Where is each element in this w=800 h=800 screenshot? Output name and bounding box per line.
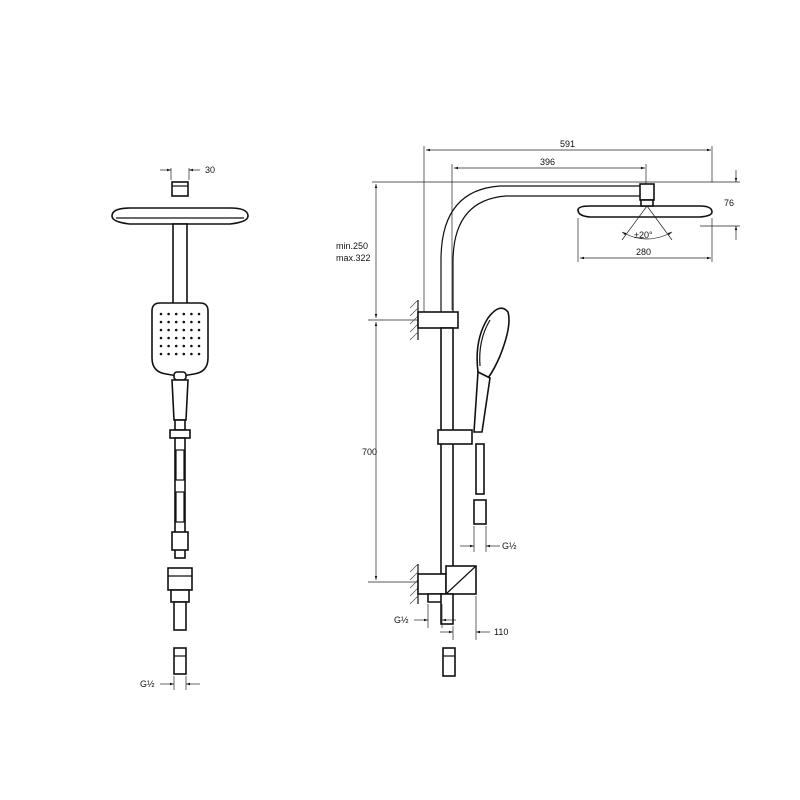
dim-head-height-label: 76 xyxy=(724,198,734,208)
nozzle-dot xyxy=(174,336,178,340)
side-slider xyxy=(437,429,473,445)
dim-head-height: 76 xyxy=(372,170,740,240)
side-rail xyxy=(440,327,454,575)
side-head-connector xyxy=(639,183,655,201)
nozzle-dot xyxy=(167,320,170,324)
nozzle-dot xyxy=(197,312,201,316)
dim-arm-width-label: 30 xyxy=(205,165,215,175)
nozzle-dot xyxy=(182,328,186,332)
hand-shower-front xyxy=(151,302,209,421)
dim-arm-width: 30 xyxy=(160,165,215,180)
nozzle-dot xyxy=(190,320,193,324)
nozzle-dot xyxy=(197,328,201,332)
nozzle-dot xyxy=(167,344,170,348)
nozzle-dot xyxy=(174,320,178,324)
hose-upper xyxy=(475,443,485,495)
nozzle-dot xyxy=(182,320,186,324)
nozzle-dot xyxy=(159,336,163,340)
nozzle-dot xyxy=(174,328,178,332)
nozzle-dot xyxy=(182,344,186,348)
nozzle-dot xyxy=(159,312,163,316)
nozzle-dot xyxy=(167,352,170,356)
nozzle-dot xyxy=(174,312,178,316)
hand-shower-side xyxy=(473,307,510,433)
nozzle-dot xyxy=(197,352,201,356)
dim-bracket-min-label: min.250 xyxy=(336,241,368,251)
inlet-pipe xyxy=(173,601,187,631)
nozzle-dot xyxy=(159,352,163,356)
shower-arm-outer xyxy=(440,185,642,312)
nozzle-dot xyxy=(190,336,193,340)
slider-bracket xyxy=(169,429,191,439)
nozzle-dot xyxy=(167,328,170,332)
upper-wall-bracket xyxy=(409,299,459,341)
nozzle-dot xyxy=(182,312,186,316)
nozzle-dot xyxy=(167,336,170,340)
nozzle-dot xyxy=(197,320,201,324)
nozzle-dot xyxy=(182,352,186,356)
nozzle-dot xyxy=(159,328,163,332)
nozzle-dot xyxy=(167,312,170,316)
dim-tilt-label: ±20° xyxy=(634,230,653,240)
dim-thread-front: G½ xyxy=(140,676,200,690)
nozzle-dot xyxy=(174,344,178,348)
dim-rail-height-label: 700 xyxy=(362,447,377,457)
dim-total-reach: 591 xyxy=(423,139,713,316)
dim-total-reach-label: 591 xyxy=(560,139,575,149)
riser-pipe xyxy=(172,223,188,305)
lower-wall-mixer xyxy=(409,563,477,625)
shower-arm-inner xyxy=(452,195,642,312)
dim-tilt: ±20° xyxy=(621,205,673,241)
nozzle-dot xyxy=(190,352,193,356)
dim-bracket-max-label: max.322 xyxy=(336,253,371,263)
head-connector xyxy=(171,181,189,197)
dim-thread-wall: G½ xyxy=(394,604,456,628)
inlet-connector xyxy=(173,647,187,675)
dim-thread-hose: G½ xyxy=(460,526,517,552)
dim-bracket-range: min.250 max.322 xyxy=(336,184,420,321)
side-view: 591 396 76 ±20° xyxy=(336,139,740,677)
nozzle-dot xyxy=(159,344,163,348)
front-view: 30 xyxy=(111,165,249,690)
dim-outlet: 110 xyxy=(440,596,508,640)
nozzle-dot xyxy=(190,328,193,332)
nozzle-dot xyxy=(182,336,186,340)
mixer-front xyxy=(167,567,193,591)
nozzle-dot xyxy=(197,336,201,340)
dim-arm-reach-label: 396 xyxy=(540,157,555,167)
nozzle-dot xyxy=(190,312,193,316)
dim-rail-height: 700 xyxy=(362,322,420,583)
thread-label-hose: G½ xyxy=(502,541,517,551)
lower-rail xyxy=(174,437,186,559)
hand-shower-handle xyxy=(171,379,189,421)
nozzle-dot xyxy=(197,344,201,348)
dim-arm-reach: 396 xyxy=(451,157,647,310)
nozzle-grid xyxy=(159,312,201,356)
dim-outlet-label: 110 xyxy=(494,627,508,637)
nozzle-dot xyxy=(159,320,163,324)
shower-head-front xyxy=(111,207,249,225)
thread-label-wall: G½ xyxy=(394,615,409,625)
dim-head-diameter: 280 xyxy=(577,218,713,262)
hose-connector xyxy=(473,499,487,525)
thread-label-front: G½ xyxy=(140,679,155,689)
side-inlet-connector xyxy=(442,647,456,677)
shower-head-side xyxy=(577,205,713,218)
nozzle-dot xyxy=(174,352,178,356)
nozzle-dot xyxy=(190,344,193,348)
dim-head-diameter-label: 280 xyxy=(636,247,651,257)
